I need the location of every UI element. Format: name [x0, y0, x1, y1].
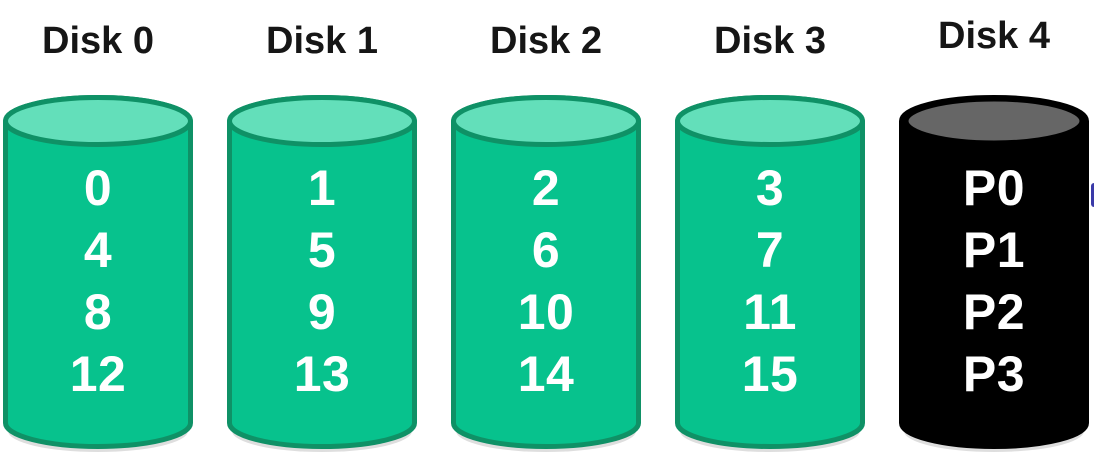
disk-3-cylinder: 3 7 11 15	[675, 95, 865, 457]
disk-1-cylinder: 1 5 9 13	[227, 95, 417, 457]
block-label: 8	[83, 284, 113, 340]
cylinder-icon	[3, 95, 193, 452]
disk-2-title: Disk 2	[490, 19, 602, 62]
block-label: 1	[307, 160, 337, 216]
disk-0: Disk 0 0 4 8 12	[3, 0, 193, 457]
disk-4-title: Disk 4	[938, 15, 1050, 57]
disk-0-blocks: 0 4 8 12	[3, 157, 193, 405]
block-label: 4	[83, 222, 113, 278]
block-label: 13	[293, 346, 351, 402]
block-label: 15	[741, 346, 799, 402]
disk-0-title: Disk 0	[42, 19, 154, 62]
block-label: P3	[962, 346, 1026, 402]
cylinder-icon	[675, 95, 865, 452]
cylinder-top	[451, 95, 641, 147]
block-label: 3	[755, 160, 785, 216]
clipped-blue-shape	[1091, 183, 1094, 207]
block-label: 0	[83, 160, 113, 216]
disk-2: Disk 2 2 6 10 14	[451, 0, 641, 457]
cylinder-icon	[899, 95, 1089, 452]
cylinder-top	[227, 95, 417, 147]
disk-4: Disk 4 P0 P1 P2 P3	[899, 0, 1089, 457]
block-label: P1	[962, 222, 1026, 278]
block-label: 6	[531, 222, 561, 278]
disk-1-title: Disk 1	[266, 19, 378, 62]
disk-2-blocks: 2 6 10 14	[451, 157, 641, 405]
cylinder-top	[903, 96, 1085, 146]
block-label: 14	[517, 346, 575, 402]
disk-3-blocks: 3 7 11 15	[675, 157, 865, 405]
disk-3: Disk 3 3 7 11 15	[675, 0, 865, 457]
cylinder-top	[675, 95, 865, 147]
disk-0-cylinder: 0 4 8 12	[3, 95, 193, 457]
disk-1: Disk 1 1 5 9 13	[227, 0, 417, 457]
cylinder-top	[3, 95, 193, 147]
disk-1-blocks: 1 5 9 13	[227, 157, 417, 405]
block-label: 11	[743, 284, 797, 340]
block-label: P0	[962, 160, 1026, 216]
block-label: 2	[531, 160, 561, 216]
cylinder-icon	[227, 95, 417, 452]
block-label: 10	[517, 284, 575, 340]
block-label: 7	[755, 222, 785, 278]
block-label: 9	[307, 284, 337, 340]
disk-2-cylinder: 2 6 10 14	[451, 95, 641, 457]
cylinder-icon	[451, 95, 641, 452]
disk-4-cylinder: P0 P1 P2 P3	[899, 95, 1089, 457]
disk-row: Disk 0 0 4 8 12 Disk 1	[3, 0, 1089, 457]
disk-3-title: Disk 3	[714, 19, 826, 62]
block-label: 12	[69, 346, 127, 402]
block-label: 5	[307, 222, 337, 278]
block-label: P2	[962, 284, 1026, 340]
disk-4-blocks: P0 P1 P2 P3	[899, 157, 1089, 405]
